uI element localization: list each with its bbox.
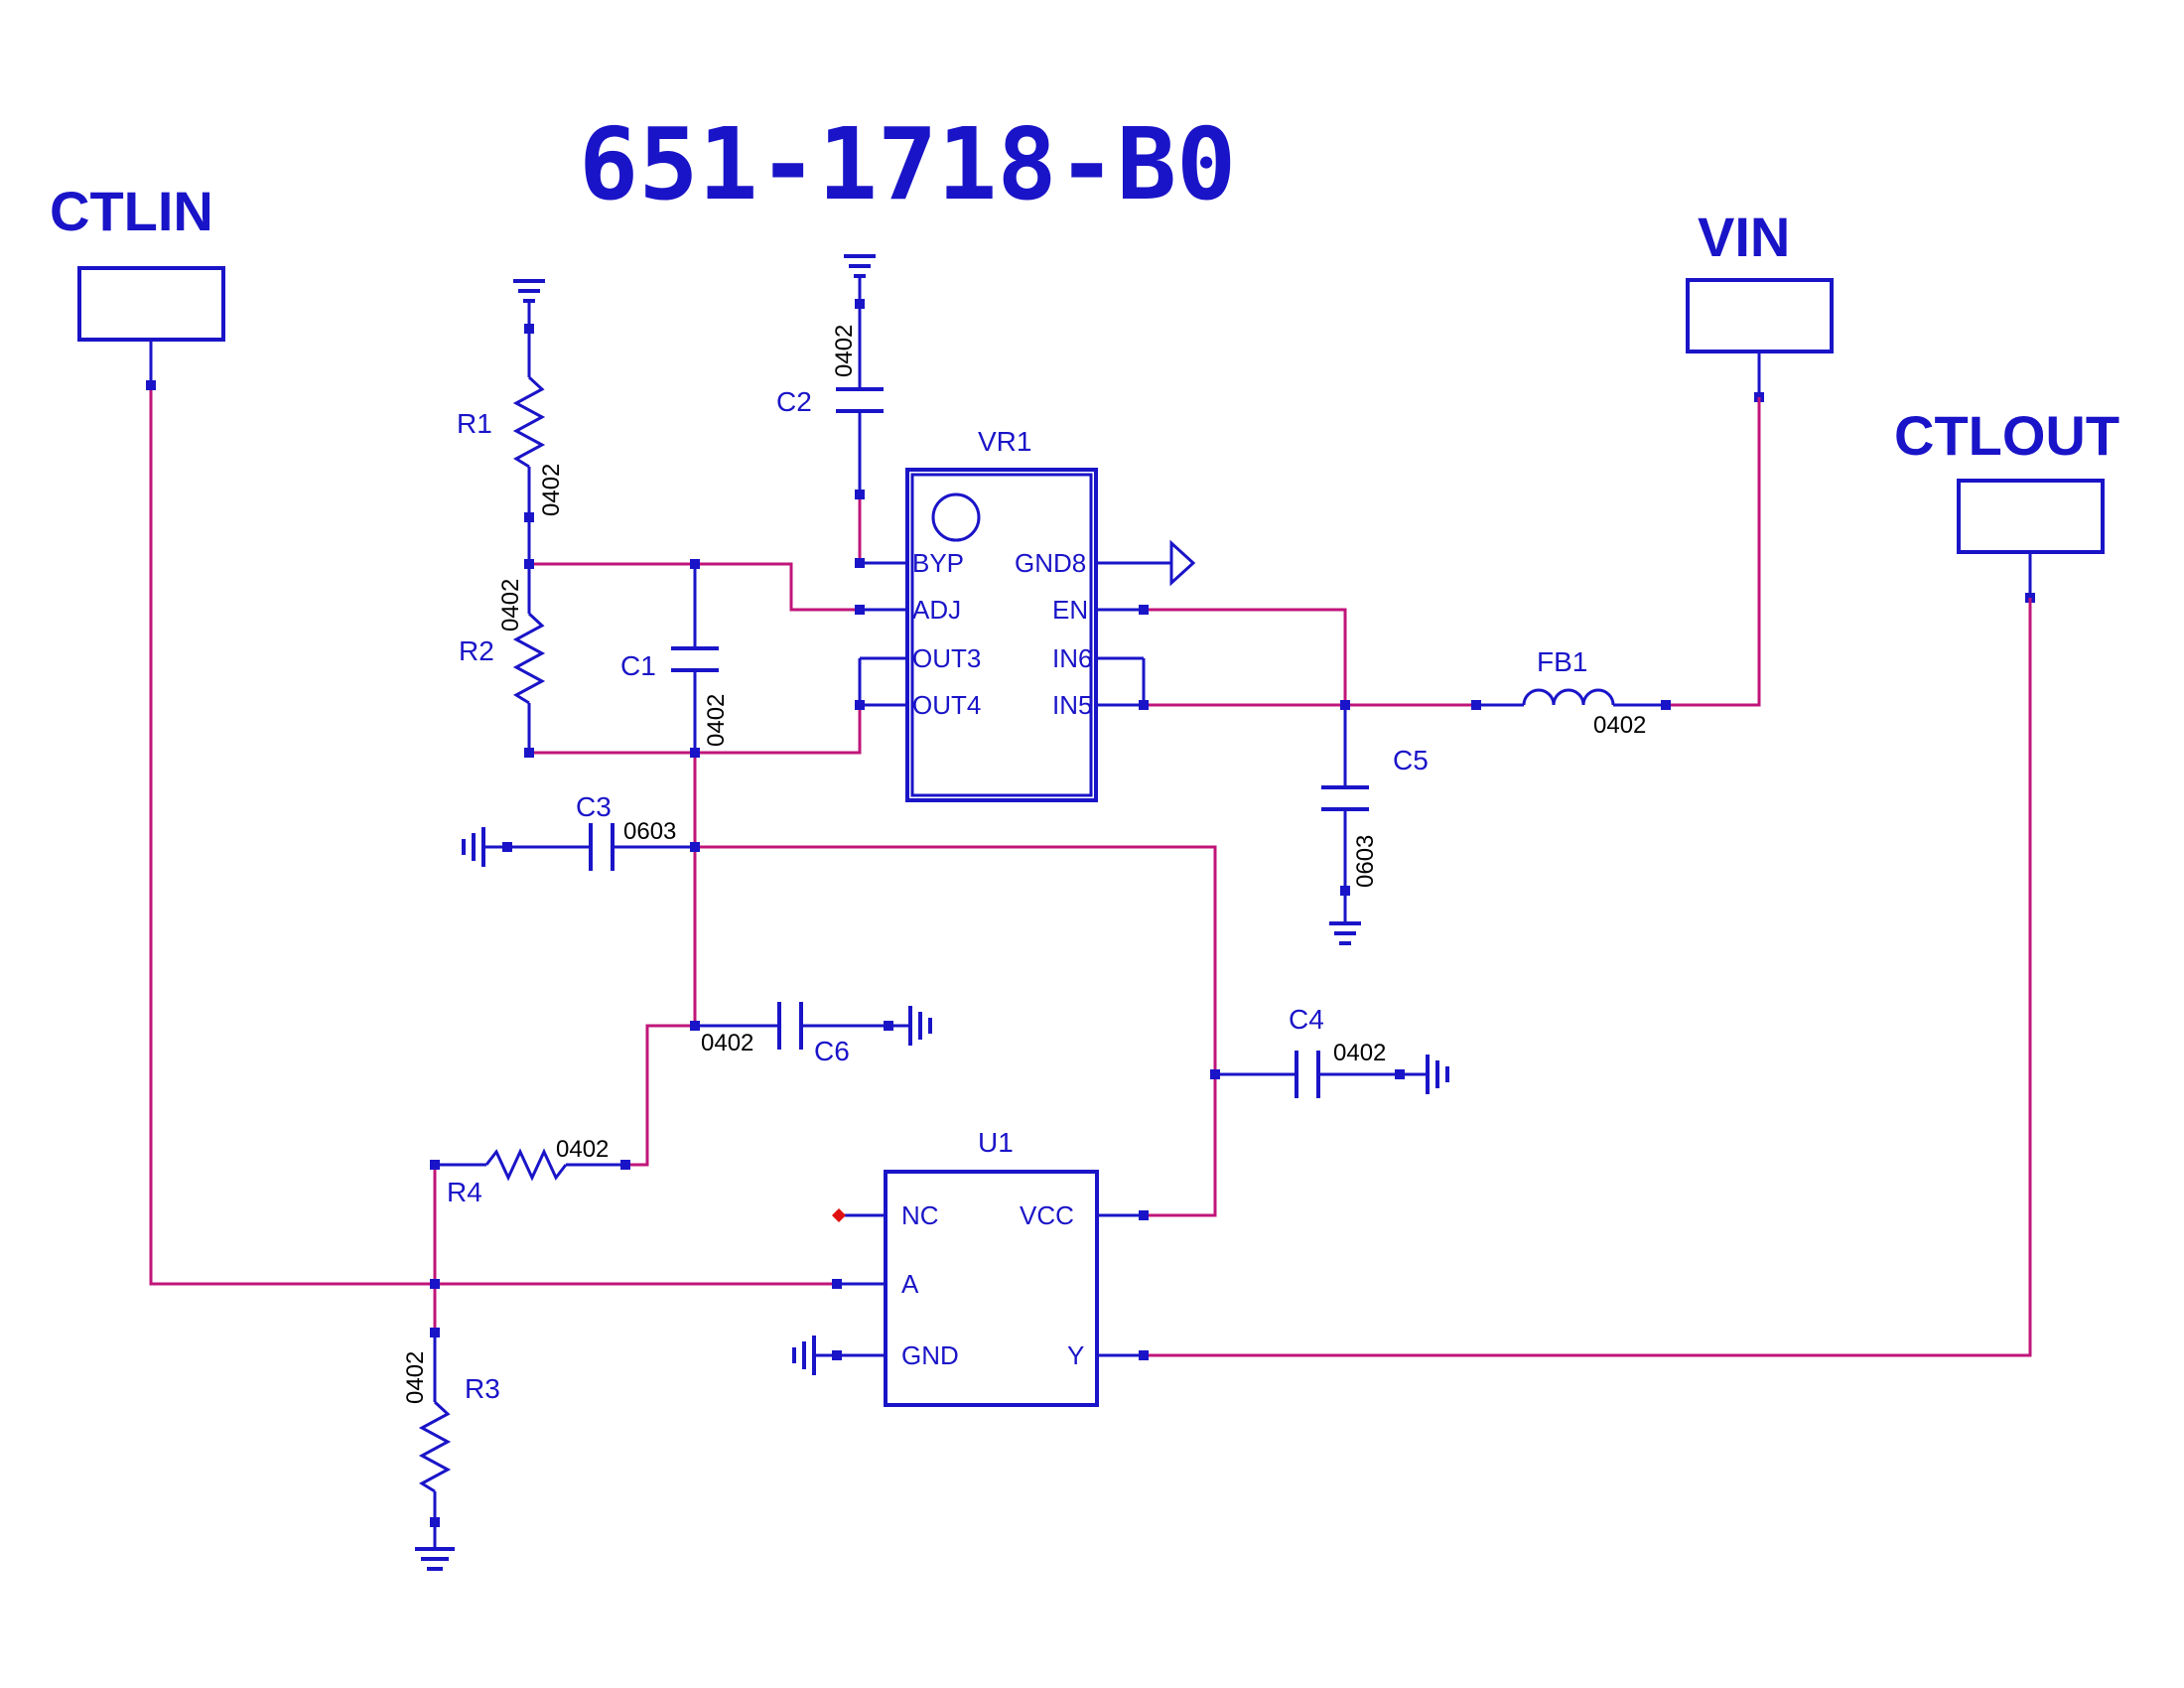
c2-refdes: C2 <box>776 386 812 417</box>
vr1-pin-gnd8: GND8 <box>1015 548 1086 578</box>
c1-refdes: C1 <box>620 650 656 681</box>
vr1-pin-in5: IN5 <box>1052 690 1092 720</box>
fb1-refdes: FB1 <box>1537 646 1587 677</box>
capacitor-c2: C2 0402 <box>776 254 884 499</box>
c3-package: 0603 <box>623 818 676 845</box>
ground-icon <box>844 254 876 278</box>
port-vin: VIN <box>1686 206 1834 402</box>
vr1-pin-byp: BYP <box>912 548 964 578</box>
resistor-r4: R4 0402 <box>430 1136 630 1207</box>
r4-package: 0402 <box>556 1136 609 1163</box>
u1-pin-y: Y <box>1067 1340 1084 1370</box>
no-connect-marker <box>832 1208 846 1222</box>
vr1-pin-out4: OUT4 <box>912 690 981 720</box>
r1-package: 0402 <box>538 464 565 516</box>
nets <box>149 390 2032 1357</box>
capacitor-c4: C4 0402 <box>1210 1004 1449 1098</box>
c4-refdes: C4 <box>1289 1004 1324 1035</box>
c6-refdes: C6 <box>814 1036 850 1066</box>
schematic-title: 651-1718-B0 <box>579 106 1236 222</box>
chassis-ground-icon <box>462 827 485 867</box>
chassis-ground-icon <box>1426 1055 1449 1094</box>
c3-refdes: C3 <box>576 791 612 822</box>
r2-refdes: R2 <box>459 635 494 666</box>
port-ctlin: CTLIN <box>50 180 225 390</box>
vr1-refdes: VR1 <box>978 426 1031 457</box>
r2-package: 0402 <box>497 579 524 632</box>
port-vin-label: VIN <box>1698 206 1790 268</box>
capacitor-c6: C6 0402 <box>690 1002 932 1066</box>
vr1-pin-en: EN <box>1052 595 1088 625</box>
r1-refdes: R1 <box>457 408 492 439</box>
vr1-pin-adj: ADJ <box>912 595 961 625</box>
u1-pin-vcc: VCC <box>1020 1200 1074 1230</box>
resistor-r1: R1 0402 <box>457 279 565 564</box>
ground-icon <box>415 1547 455 1571</box>
ferrite-bead-fb1: FB1 0402 <box>1471 646 1671 739</box>
chassis-ground-icon <box>792 1336 816 1375</box>
port-ctlout: CTLOUT <box>1894 404 2119 603</box>
resistor-r3: R3 0402 <box>402 1279 500 1571</box>
ground-icon <box>1329 921 1361 945</box>
u1-refdes: U1 <box>978 1127 1014 1158</box>
capacitor-c1: C1 0402 <box>620 559 730 758</box>
signal-ground-icon <box>1169 539 1196 587</box>
resistor-r2: R2 0402 <box>459 559 546 758</box>
u1-pin-a: A <box>901 1269 919 1299</box>
c5-refdes: C5 <box>1393 745 1429 775</box>
u1-pin-nc: NC <box>901 1200 939 1230</box>
port-ctlout-label: CTLOUT <box>1894 404 2119 467</box>
u1-buffer: U1 NC A GND VCC Y <box>792 1127 1149 1407</box>
vr1-regulator: VR1 BYP ADJ OUT3 OUT4 GND8 EN IN6 IN5 <box>855 426 1196 802</box>
c1-package: 0402 <box>703 694 730 747</box>
c6-package: 0402 <box>701 1030 753 1056</box>
r3-refdes: R3 <box>465 1373 500 1404</box>
vr1-pin-in6: IN6 <box>1052 643 1092 673</box>
r4-refdes: R4 <box>447 1177 482 1207</box>
pin1-marker <box>931 492 981 542</box>
c4-package: 0402 <box>1333 1040 1386 1066</box>
ground-icon <box>513 279 545 303</box>
fb1-package: 0402 <box>1593 712 1646 739</box>
c2-package: 0402 <box>831 325 858 377</box>
capacitor-c3: C3 0603 <box>462 791 700 871</box>
r3-package: 0402 <box>402 1351 429 1404</box>
c5-package: 0603 <box>1352 835 1379 888</box>
u1-pin-gnd: GND <box>901 1340 959 1370</box>
port-ctlin-label: CTLIN <box>50 180 213 242</box>
vr1-pin-out3: OUT3 <box>912 643 981 673</box>
chassis-ground-icon <box>908 1006 932 1046</box>
capacitor-c5: C5 0603 <box>1321 700 1429 945</box>
